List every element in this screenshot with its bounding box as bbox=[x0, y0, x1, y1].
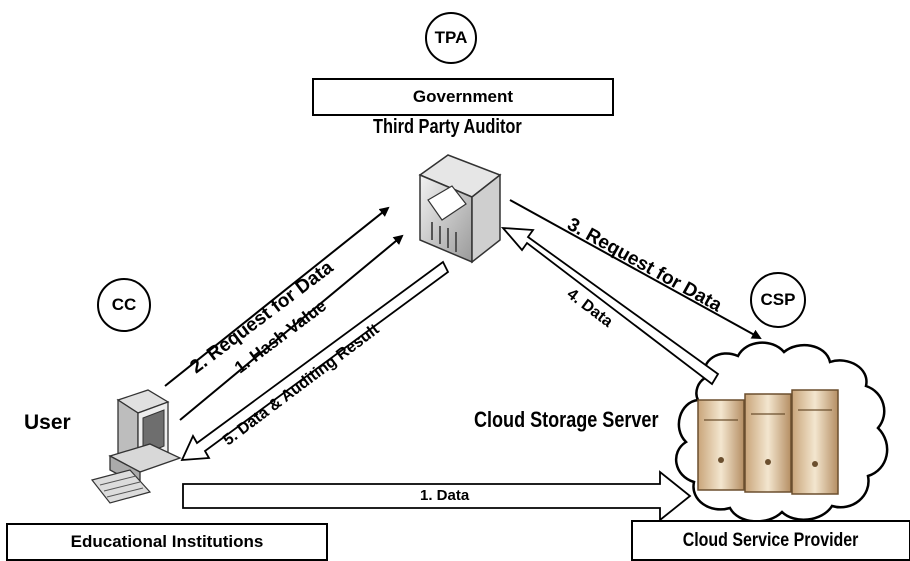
arrow-data-to-csp bbox=[182, 470, 692, 522]
csp-badge: CSP bbox=[750, 272, 806, 328]
cloud-storage-server-label: Cloud Storage Server bbox=[474, 407, 699, 433]
arrow-hash-value bbox=[179, 234, 404, 421]
arrow-data-from-csp bbox=[500, 226, 720, 386]
user-computer-icon bbox=[90, 389, 182, 504]
arrow-request-user bbox=[164, 206, 390, 387]
user-label: User bbox=[24, 411, 71, 434]
cloud-storage-server-text: Cloud Storage Server bbox=[474, 407, 659, 432]
cloud-storage-icon bbox=[674, 341, 889, 523]
cloud-service-provider-label: Cloud Service Provider bbox=[683, 529, 859, 551]
third-party-auditor-text: Third Party Auditor bbox=[373, 116, 522, 138]
auditor-server-icon bbox=[418, 154, 502, 264]
arrow-request-csp bbox=[509, 199, 762, 339]
tpa-badge: TPA bbox=[425, 12, 477, 64]
government-box: Government bbox=[312, 78, 614, 116]
label-data-to-csp: 1. Data bbox=[420, 487, 470, 504]
educational-institutions-box: Educational Institutions bbox=[6, 523, 328, 561]
label-data-from-csp: 4. Data bbox=[564, 286, 616, 331]
cloud-service-provider-box: Cloud Service Provider bbox=[631, 520, 910, 561]
cc-badge: CC bbox=[97, 278, 151, 332]
arrow-data-auditing-result bbox=[180, 260, 450, 462]
third-party-auditor-label: Third Party Auditor bbox=[373, 116, 554, 139]
